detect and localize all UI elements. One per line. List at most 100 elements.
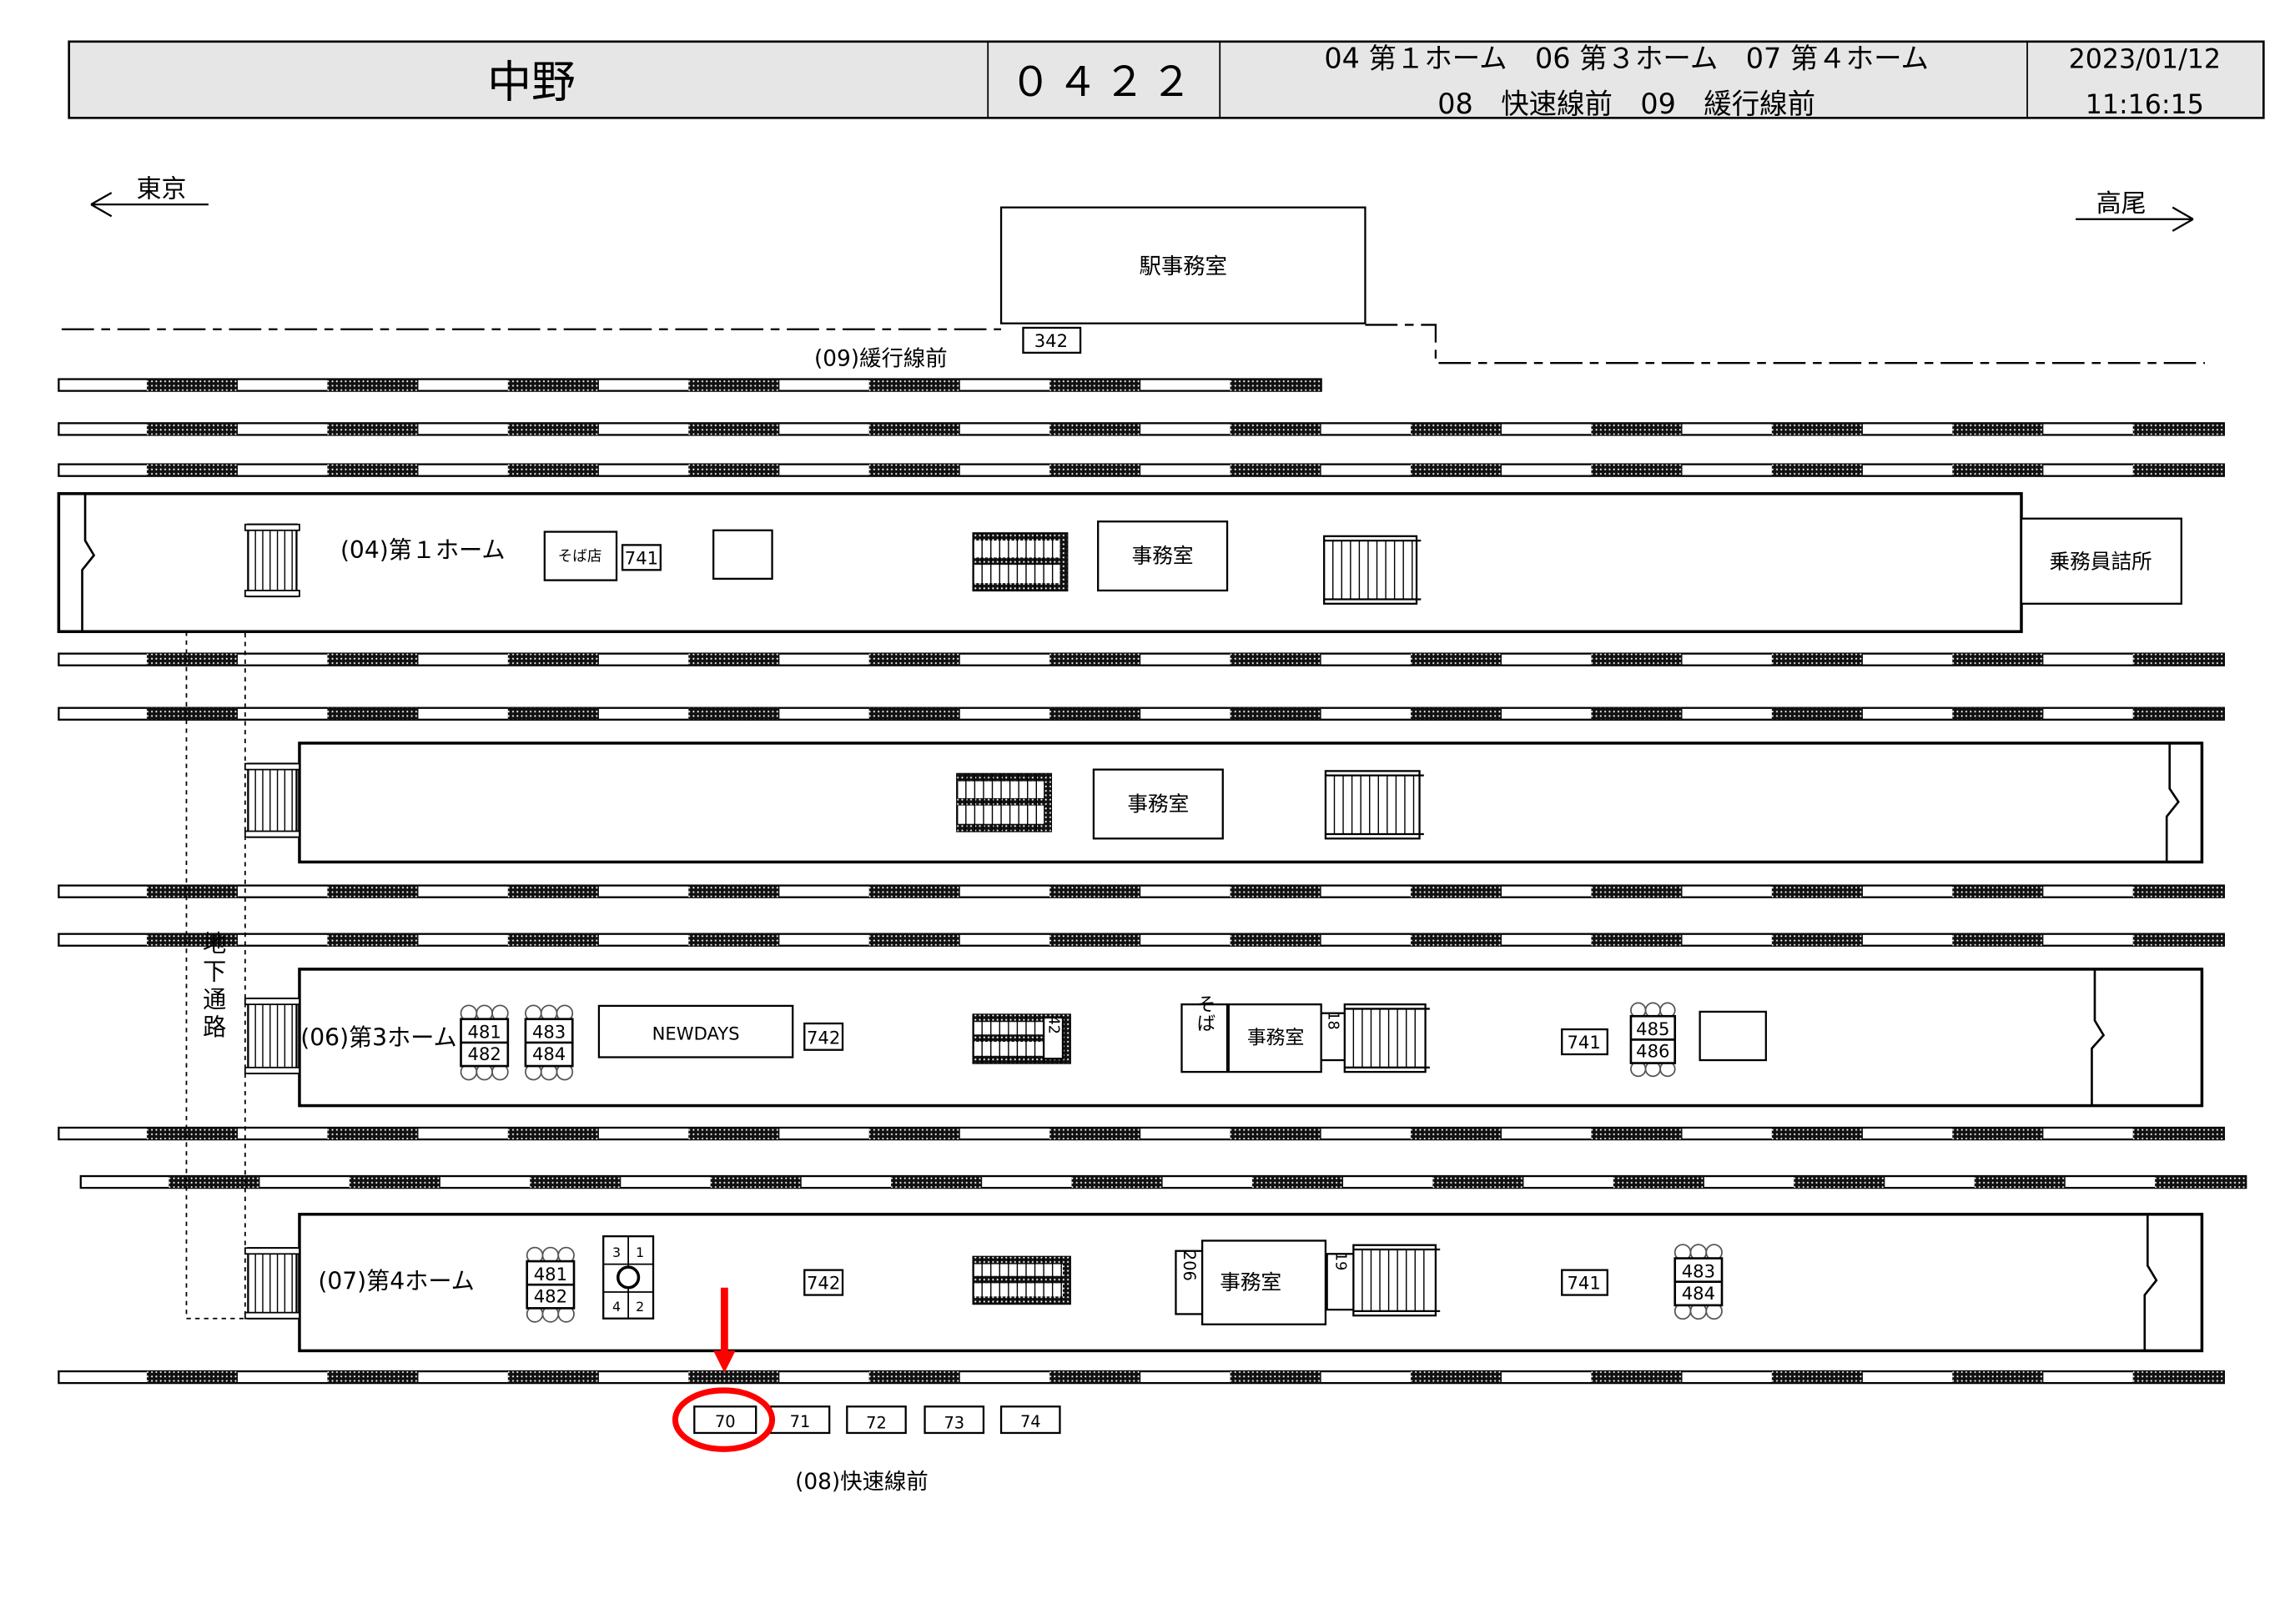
rail-tie-block: [1591, 423, 1683, 435]
svg-text:71: 71: [790, 1412, 811, 1431]
rail: [79, 1174, 2247, 1189]
rail-tie-block: [1591, 933, 1683, 946]
svg-text:2: 2: [636, 1299, 644, 1315]
rail-tie-block: [1771, 885, 1863, 897]
svg-text:70: 70: [715, 1412, 736, 1431]
highlight-arrow-icon: [713, 1287, 736, 1373]
rail-tie-block: [327, 885, 419, 897]
rail-tie-block: [1952, 885, 2044, 897]
rail-tie-block: [1952, 653, 2044, 666]
sign-number: 482: [534, 1285, 567, 1306]
rail-tie-block: [688, 885, 780, 897]
rail-tie-block: [1230, 464, 1321, 476]
rail-tie-block: [1251, 1176, 1344, 1189]
rail-tie-block: [1230, 423, 1321, 435]
rail-tie-block: [1952, 933, 2044, 946]
rail-tie-block: [1410, 1371, 1502, 1384]
rail-tie-block: [1410, 933, 1502, 946]
rail-tie-block: [1410, 423, 1502, 435]
rail-tie-block: [1230, 885, 1321, 897]
office-label: 事務室: [1247, 1028, 1305, 1049]
rail-tie-block: [1591, 885, 1683, 897]
rail-tie-block: [688, 707, 780, 720]
rail-tie-block: [1049, 653, 1141, 666]
rail-tie-block: [1049, 933, 1141, 946]
platform-entrance-stairs-icon: [244, 523, 300, 598]
rail-tie-block: [2155, 1176, 2247, 1189]
rail-tie-block: [688, 933, 780, 946]
rail: [58, 463, 2225, 477]
car-stop-sign[interactable]: 73: [924, 1405, 985, 1435]
rail-tie-block: [1049, 1127, 1141, 1140]
clock: 1 3 2 4: [602, 1235, 655, 1320]
rail-tie-block: [868, 1127, 960, 1140]
car-stop-sign[interactable]: 72: [846, 1405, 907, 1435]
rail-tie-block: [868, 653, 960, 666]
rail-tie-block: [1049, 379, 1141, 391]
rail-tie-block: [1071, 1176, 1163, 1189]
rail-tie-block: [169, 1176, 260, 1189]
rail-tie-block: [1230, 707, 1321, 720]
rail-tie-block: [2132, 423, 2224, 435]
clock-icon: [617, 1265, 641, 1290]
rails: [58, 378, 2247, 1385]
sign-18-box: [1320, 1012, 1346, 1062]
rail-tie-block: [1410, 464, 1502, 476]
rail-tie-block: [1952, 1127, 2044, 1140]
rail-tie-block: [146, 423, 239, 435]
platform-entrance-stairs-icon: [244, 997, 300, 1074]
rail-tie-block: [1049, 1371, 1141, 1384]
rail-tie-block: [688, 464, 780, 476]
rail-tie-block: [507, 653, 599, 666]
car-stop-sign[interactable]: 71: [769, 1405, 831, 1435]
car-stop-sign[interactable]: 74: [999, 1405, 1061, 1435]
arrow-left-icon: [90, 192, 209, 218]
office-label: 事務室: [1132, 544, 1194, 568]
rail-tie-block: [1591, 1371, 1683, 1384]
rail-tie-block: [1952, 464, 2044, 476]
platform-entrance-stairs-icon: [244, 1247, 300, 1320]
sign-number: 483: [1682, 1260, 1715, 1281]
rail-tie-block: [146, 707, 239, 720]
rail-tie-block: [1771, 1371, 1863, 1384]
sign-number: 486: [1636, 1040, 1669, 1061]
sign-19-box: [1326, 1253, 1355, 1311]
rail-tie-block: [507, 707, 599, 720]
soba-label: そば: [1193, 994, 1215, 1033]
svg-text:74: 74: [1020, 1412, 1041, 1431]
sign-42-box: [1042, 1016, 1064, 1060]
platform-3-label: (06)第3ホーム: [300, 1023, 456, 1051]
rail-tie-block: [2132, 464, 2224, 476]
sign-742: 742: [807, 1028, 840, 1048]
escalator-icon: [972, 1255, 1071, 1305]
track-09-boundary: [61, 324, 2205, 365]
rail-tie-block: [1591, 1127, 1683, 1140]
sign-number: 485: [1636, 1018, 1669, 1039]
rail-tie-block: [2132, 653, 2224, 666]
rail-tie-block: [146, 1127, 239, 1140]
newdays-label: NEWDAYS: [652, 1023, 740, 1043]
rail-tie-block: [1794, 1176, 1885, 1189]
rail-tie-block: [1771, 707, 1863, 720]
svg-text:72: 72: [866, 1414, 887, 1433]
rail-tie-block: [868, 464, 960, 476]
rail-tie-block: [327, 933, 419, 946]
rail-tie-block: [146, 1371, 239, 1384]
direction-tokyo: 東京: [90, 174, 209, 218]
rail-tie-block: [1230, 1371, 1321, 1384]
rail: [58, 652, 2225, 666]
rail-tie-block: [1432, 1176, 1524, 1189]
rail: [58, 933, 2225, 947]
rail-tie-block: [146, 464, 239, 476]
track-08-label: (08)快速線前: [795, 1470, 929, 1495]
car-stop-sign[interactable]: 70: [693, 1405, 757, 1435]
rail: [58, 1370, 2225, 1385]
rail-tie-block: [2132, 707, 2224, 720]
sign-number: 484: [1682, 1283, 1715, 1304]
rail-tie-block: [327, 707, 419, 720]
escalator-icon: [972, 532, 1069, 592]
rail-tie-block: [507, 1127, 599, 1140]
